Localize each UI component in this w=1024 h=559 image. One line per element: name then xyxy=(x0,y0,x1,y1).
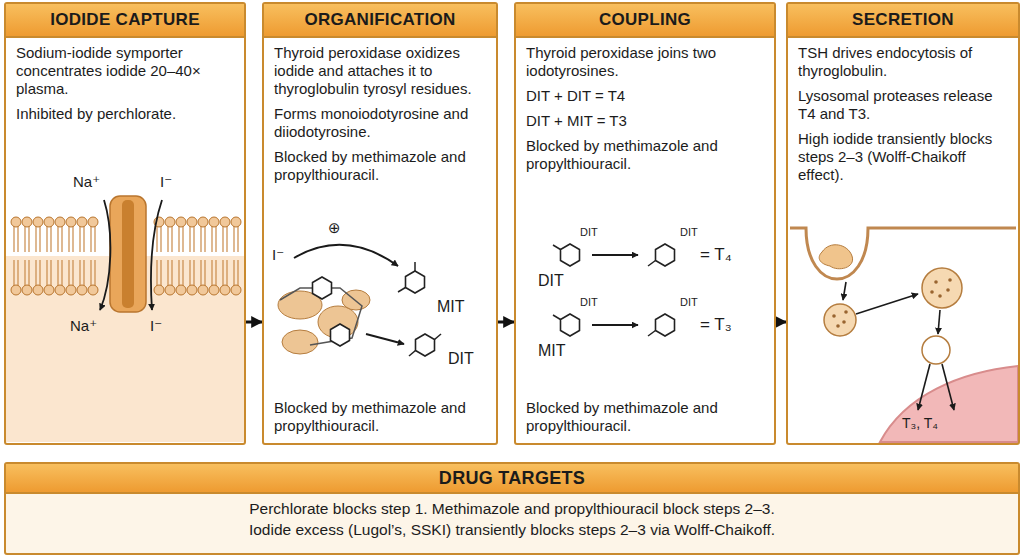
inhibitor-note: Blocked by methimazole and propylthioura… xyxy=(274,399,488,435)
text-column: TSH drives endocytosis of thyroglobulin.… xyxy=(798,44,1010,191)
flow-arrow xyxy=(498,321,514,324)
step-text: Lysosomal proteases release T4 and T3. xyxy=(798,87,1010,123)
step-text: Blocked by methimazole and propylthioura… xyxy=(274,148,488,184)
process-arrow xyxy=(843,282,846,300)
flow-arrow xyxy=(246,321,262,324)
summary-panel: DRUG TARGETS Perchlorate blocks step 1. M… xyxy=(4,462,1020,555)
illustration-label: DIT xyxy=(680,296,698,308)
illustration-label: I⁻ xyxy=(160,174,172,191)
flow-arrow xyxy=(776,321,786,324)
iodination-arrow xyxy=(366,334,404,344)
illustration-label: DIT xyxy=(448,350,474,368)
step-text: Forms monoiodotyrosine and diiodotyrosin… xyxy=(274,105,488,141)
illustration-label: T₃, T₄ xyxy=(902,416,938,431)
illustration-label: DIT xyxy=(580,296,598,308)
step-text: DIT + MIT = T3 xyxy=(526,112,766,130)
oxidation-arrow xyxy=(294,245,398,266)
step-text: Thyroid peroxidase joins two iodotyrosin… xyxy=(526,44,766,80)
step-box: SECRETION TSH drives endocytosis of thyro… xyxy=(786,2,1020,445)
dit-molecule xyxy=(409,334,441,356)
apical-membrane xyxy=(790,228,1016,279)
text-column: Thyroid peroxidase oxidizes iodide and a… xyxy=(274,44,488,191)
text-column: Blocked by methimazole and propylthioura… xyxy=(274,399,488,435)
release-arrow xyxy=(918,364,930,410)
illustration-label: Na⁺ xyxy=(73,174,100,191)
section-heading: COUPLING xyxy=(516,4,774,38)
step-text: Perchlorate blocks step 1. Methimazole a… xyxy=(14,500,1010,519)
step-text: Sodium-iodide symporter concentrates iod… xyxy=(16,44,236,98)
mit-molecule xyxy=(398,262,425,293)
section-heading: ORGANIFICATION xyxy=(264,4,496,38)
blood-vessel xyxy=(880,366,1018,442)
release-arrow xyxy=(942,364,954,410)
thyroglobulin xyxy=(278,277,370,354)
vesicle xyxy=(824,304,856,336)
step-text: TSH drives endocytosis of thyroglobulin. xyxy=(798,44,1010,80)
illustration-label: DIT xyxy=(680,226,698,238)
step-text: Inhibited by perchlorate. xyxy=(16,105,236,123)
section-heading: DRUG TARGETS xyxy=(6,464,1018,494)
text-column: Sodium-iodide symporter concentrates iod… xyxy=(16,44,236,130)
step-text: DIT + DIT = T4 xyxy=(526,87,766,105)
coupling-molecules xyxy=(553,244,675,336)
step-text: Thyroid peroxidase oxidizes iodide and a… xyxy=(274,44,488,98)
illustration-label: DIT xyxy=(538,272,564,290)
text-column: Perchlorate blocks step 1. Methimazole a… xyxy=(14,500,1010,541)
step-box: IODIDE CAPTURE Sodium-iodide symporter co… xyxy=(4,2,246,445)
coupling-arrow xyxy=(592,254,638,256)
illustration-label: ⊕ xyxy=(328,220,341,237)
lysosome xyxy=(922,268,962,308)
illustration-label: DIT xyxy=(580,226,598,238)
process-arrow xyxy=(856,294,918,314)
illustration-label: MIT xyxy=(437,298,465,316)
step-text: High iodide transiently blocks steps 2–3… xyxy=(798,130,1010,184)
step-text: Blocked by methimazole and propylthioura… xyxy=(526,137,766,173)
illustration-label: I⁻ xyxy=(272,247,284,264)
illustration-label: = T₄ xyxy=(700,246,732,265)
step-text: Iodide excess (Lugol’s, SSKI) transientl… xyxy=(14,521,1010,540)
text-column: Thyroid peroxidase joins two iodotyrosin… xyxy=(526,44,766,180)
illustration-label: = T₃ xyxy=(700,316,732,335)
symporter-pore xyxy=(122,200,134,308)
step-box: ORGANIFICATION Thyroid peroxidase oxidize… xyxy=(262,2,498,445)
coupling-arrow xyxy=(592,324,638,326)
section-heading: IODIDE CAPTURE xyxy=(6,4,244,38)
thyroglobulin-droplet xyxy=(819,245,852,269)
process-arrow xyxy=(938,310,940,334)
secretory-vesicle xyxy=(922,336,950,364)
vesicle-contents xyxy=(832,278,952,328)
symporter xyxy=(110,196,146,312)
illustration-label: Na⁺ xyxy=(70,318,97,335)
step-box: COUPLING Thyroid peroxidase joins two iod… xyxy=(514,2,776,445)
illustration-label: MIT xyxy=(538,342,566,360)
iodide-arrow xyxy=(151,200,162,310)
text-column: Blocked by methimazole and propylthioura… xyxy=(526,399,766,435)
inhibitor-note: Blocked by methimazole and propylthioura… xyxy=(526,399,766,435)
illustration-label: I⁻ xyxy=(150,318,162,335)
section-heading: SECRETION xyxy=(788,4,1018,38)
sodium-arrow xyxy=(100,200,110,310)
